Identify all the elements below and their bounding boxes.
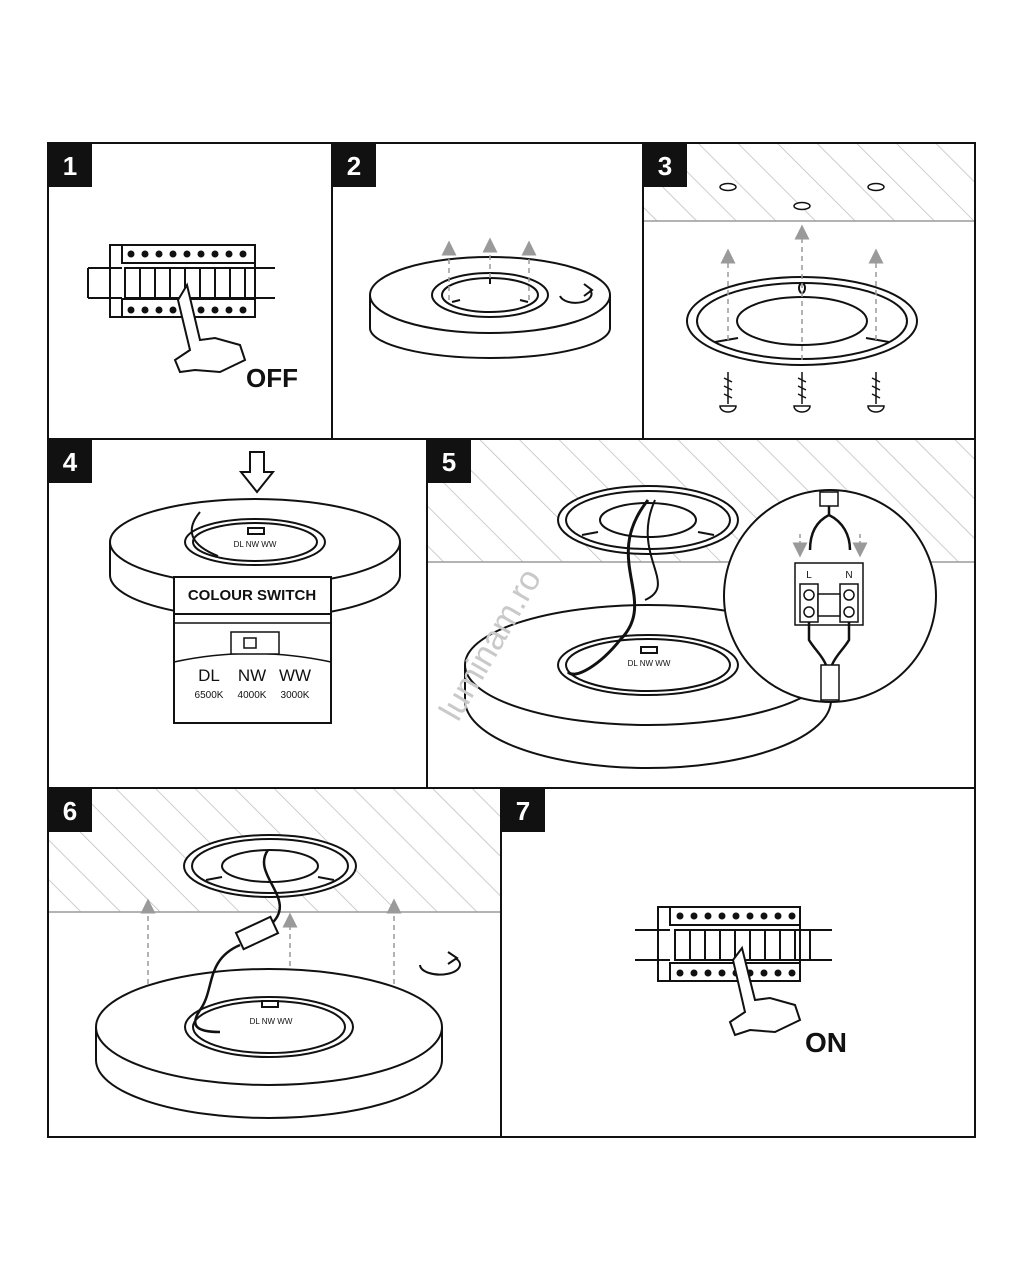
rotate-arrow-icon — [559, 283, 594, 304]
step-1-caption: OFF — [246, 363, 298, 393]
breaker-panel-icon — [635, 906, 832, 982]
mode-temp-ww: 3000K — [281, 690, 310, 701]
step-2-panel: 2 — [332, 143, 611, 359]
step-7-panel: 7 — [501, 788, 847, 1058]
hand-icon — [173, 282, 247, 374]
mode-label-nw: NW — [238, 666, 266, 685]
screw-icon — [719, 372, 885, 413]
rotate-arrow-icon — [419, 951, 461, 976]
lamp-body — [109, 498, 401, 619]
mode-label-ww: WW — [279, 666, 311, 685]
terminal-label-l: L — [806, 570, 812, 581]
hand-icon — [728, 945, 802, 1037]
ring-mode-labels: DL NW WW — [628, 659, 671, 668]
supply-cable — [566, 499, 659, 676]
step-4-panel: 4 DL NW WW COLOUR SWITCH DL NW WW 6500K … — [48, 439, 401, 724]
up-arrows — [441, 237, 537, 300]
mode-temp-dl: 6500K — [195, 690, 224, 701]
lamp-body — [369, 256, 611, 359]
down-arrow-icon — [238, 451, 276, 494]
colour-switch-box: COLOUR SWITCH DL NW WW 6500K 4000K 3000K — [173, 576, 332, 724]
step-5-badge — [427, 439, 471, 483]
mode-temp-nw: 4000K — [238, 690, 267, 701]
step-4-badge — [48, 439, 92, 483]
panel-frames — [47, 142, 976, 1138]
step-5-number: 5 — [442, 447, 456, 477]
ring-mode-labels: DL NW WW — [234, 540, 277, 549]
ceiling-hatch — [644, 144, 974, 221]
step-1-badge — [48, 143, 92, 187]
step-4-number: 4 — [63, 447, 78, 477]
ring-mode-labels: DL NW WW — [250, 1017, 293, 1026]
step-2-badge — [332, 143, 376, 187]
step-3-badge — [643, 143, 687, 187]
step-6-panel: 6 DL NW WW — [48, 788, 500, 1119]
step-2-number: 2 — [347, 151, 361, 181]
lamp-body — [95, 968, 443, 1119]
step-7-badge — [501, 788, 545, 832]
terminal-label-n: N — [845, 570, 852, 581]
mounting-plate — [183, 834, 357, 898]
step-3-number: 3 — [658, 151, 672, 181]
step-7-number: 7 — [516, 796, 530, 826]
mode-label-dl: DL — [198, 666, 220, 685]
ceiling-holes — [719, 182, 885, 211]
step-6-badge — [48, 788, 92, 832]
step-6-number: 6 — [63, 796, 77, 826]
step-1-panel: 1 — [48, 143, 298, 393]
step-7-caption: ON — [805, 1027, 847, 1058]
connector-icon — [194, 849, 282, 1034]
switch-title: COLOUR SWITCH — [188, 587, 316, 604]
step-3-panel: 3 — [643, 143, 974, 413]
up-arrows — [720, 224, 884, 360]
wiring-detail: L N — [723, 489, 937, 703]
step-5-panel: 5 DL NW WW — [427, 439, 974, 769]
step-1-number: 1 — [63, 151, 77, 181]
